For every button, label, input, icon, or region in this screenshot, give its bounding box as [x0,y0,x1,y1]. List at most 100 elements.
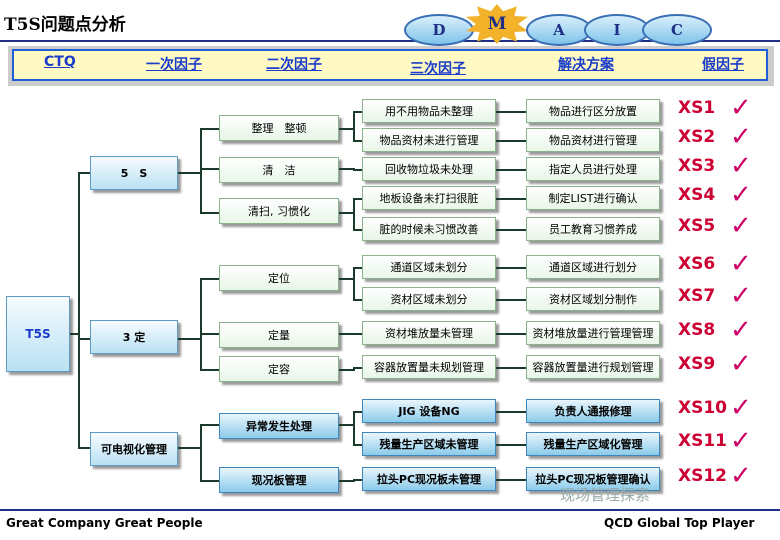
header-band [12,49,768,81]
check-icon: ✓ [730,461,752,491]
connector-line [200,333,219,335]
false-factor-label: XS4 [678,185,716,205]
secondary-node: 定量 [219,322,339,348]
connector-line [178,447,200,449]
false-factor-label: XS5 [678,216,716,236]
connector-line [353,168,355,169]
connector-line [339,369,355,371]
connector-line [339,424,355,426]
connector-line [200,424,219,426]
check-icon: ✓ [730,393,752,423]
connector-line [200,278,219,280]
header-primary: 一次因子 [146,57,202,73]
tertiary-node: 残量生产区域未管理 [362,432,496,456]
false-factor-label: XS6 [678,254,716,274]
solution-node: 物品资材进行管理 [526,128,660,152]
check-icon: ✓ [730,249,752,279]
check-icon: ✓ [730,281,752,311]
solution-node: 制定LIST进行确认 [526,186,660,210]
title-divider [0,40,780,42]
primary-node: 3 定 [90,320,178,354]
connector-line [353,229,362,231]
connector-line [496,267,526,269]
false-factor-label: XS2 [678,127,716,147]
connector-line [70,333,80,335]
check-icon: ✓ [730,151,752,181]
solution-node: 负责人通报修理 [526,399,660,423]
watermark: 现场管理探索 [560,486,651,504]
connector-line [353,169,362,171]
tertiary-node: 资材区域未划分 [362,287,496,311]
connector-line [200,278,202,369]
connector-line [496,333,526,335]
false-factor-label: XS12 [678,466,728,486]
primary-node: 可电视化管理 [90,432,178,466]
footer-divider [0,509,780,511]
secondary-node: 定位 [219,265,339,291]
connector-line [200,168,219,170]
connector-line [339,480,355,482]
header-ctq: CTQ [44,54,76,70]
solution-node: 容器放置量进行规划管理 [526,355,660,379]
secondary-node: 清 洁 [219,157,339,183]
tertiary-node: 拉头PC现况板未管理 [362,467,496,491]
connector-line [496,198,526,200]
solution-node: 残量生产区域化管理 [526,432,660,456]
header-solution: 解决方案 [558,57,614,73]
secondary-node: 整理 整顿 [219,115,339,141]
connector-line [178,338,200,340]
page-title: T5S问题点分析 [4,15,126,35]
connector-line [496,411,526,413]
connector-line [353,111,355,140]
connector-line [496,367,526,369]
connector-line [339,168,355,170]
connector-line [353,367,362,369]
check-icon: ✓ [730,349,752,379]
header-tertiary: 三次因子 [410,61,466,77]
solution-node: 资材区域划分制作 [526,287,660,311]
connector-line [353,198,362,200]
connector-line [78,338,90,340]
connector-line [339,333,355,335]
secondary-node: 清扫, 习惯化 [219,198,339,224]
check-icon: ✓ [730,315,752,345]
connector-line [200,128,202,212]
connector-line [78,172,90,174]
footer-left: Great Company Great People [6,516,203,530]
connector-line [353,267,355,299]
connector-line [78,172,80,447]
solution-node: 资材堆放量进行管理管理 [526,321,660,345]
header-secondary: 二次因子 [266,57,322,73]
check-icon: ✓ [730,180,752,210]
false-factor-label: XS9 [678,354,716,374]
connector-line [200,369,219,371]
solution-node: 员工教育习惯养成 [526,217,660,241]
connector-line [353,444,362,446]
connector-line [496,444,526,446]
connector-line [353,140,362,142]
false-factor-label: XS7 [678,286,716,306]
connector-line [496,479,526,481]
tertiary-node: 资材堆放量未管理 [362,321,496,345]
check-icon: ✓ [730,93,752,123]
connector-line [339,212,355,214]
connector-line [353,333,362,335]
dmaic-i: I [584,14,650,46]
connector-line [496,299,526,301]
connector-line [496,140,526,142]
solution-node: 通道区域进行划分 [526,255,660,279]
check-icon: ✓ [730,211,752,241]
tertiary-node: 地板设备未打扫很脏 [362,186,496,210]
root-node: T5S [6,296,70,372]
solution-node: 物品进行区分放置 [526,99,660,123]
connector-line [200,212,219,214]
false-factor-label: XS11 [678,431,728,451]
solution-node: 拉头PC现况板管理确认 [526,467,660,491]
connector-line [200,128,219,130]
tertiary-node: 回收物垃圾未处理 [362,157,496,181]
tertiary-node: 用不用物品未整理 [362,99,496,123]
connector-line [178,172,200,174]
header-false-factor: 假因子 [702,57,744,73]
tertiary-node: 脏的时候未习惯改善 [362,217,496,241]
